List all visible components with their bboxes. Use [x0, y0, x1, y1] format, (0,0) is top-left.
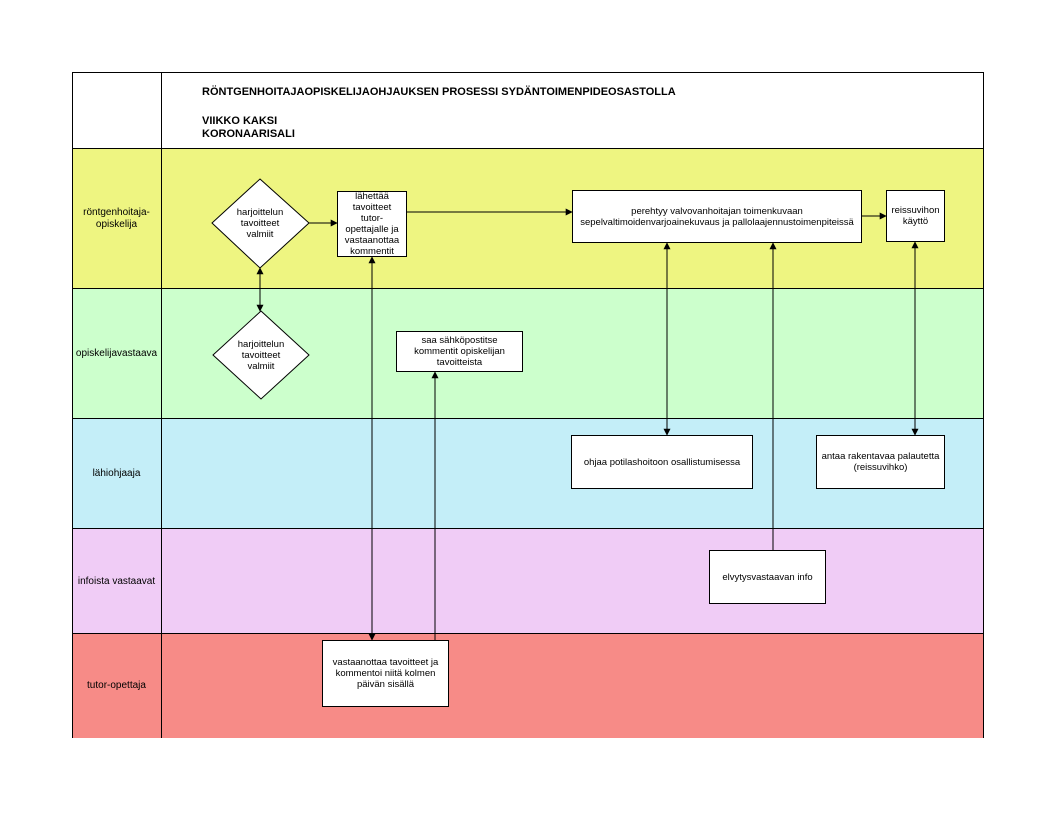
email-comments-box: saa sähköpostitse kommentit opiskelijan …: [396, 331, 523, 372]
familiarize-box: perehtyy valvovanhoitajan toimenkuvaan s…: [572, 190, 862, 243]
lane-label-tutor-teacher: tutor-opettaja: [87, 680, 146, 691]
lane-label-student-supervisor: opiskelijavastaava: [75, 348, 158, 359]
header-divider: [161, 72, 162, 149]
diagram-title: RÖNTGENHOITAJAOPISKELIJAOHJAUKSEN PROSES…: [202, 86, 676, 98]
resuscitation-info-box: elvytysvastaavan info: [709, 550, 826, 604]
feedback-box: antaa rakentavaa palautetta (reissuvihko…: [816, 435, 945, 489]
lane-label-divider: [161, 149, 162, 738]
lane-label-clinical-instructor: lähiohjaaja: [92, 468, 141, 479]
lane-label-student: röntgenhoitaja- opiskelija: [83, 207, 150, 230]
guide-patient-care-box: ohjaa potilashoitoon osallistumisessa: [571, 435, 753, 489]
room-label: KORONAARISALI: [202, 128, 295, 140]
week-label: VIIKKO KAKSI: [202, 115, 278, 127]
lane-info-responsible: [72, 529, 984, 634]
travel-book-box: reissuvihon käyttö: [886, 190, 945, 242]
lane-label-info-responsible: infoista vastaavat: [77, 575, 156, 587]
header-row: [72, 72, 984, 149]
send-goals-box: lähettää tavoitteet tutor-opettajalle ja…: [337, 191, 407, 257]
diamond-supervisor-text: harjoittelun tavoitteet valmiit: [237, 338, 285, 372]
lane-student-supervisor: [72, 289, 984, 419]
tutor-receive-box: vastaanottaa tavoitteet ja kommentoi nii…: [322, 640, 449, 707]
lane-tutor-teacher: [72, 634, 984, 738]
diamond-student-text: harjoittelun tavoitteet valmiit: [236, 206, 284, 240]
